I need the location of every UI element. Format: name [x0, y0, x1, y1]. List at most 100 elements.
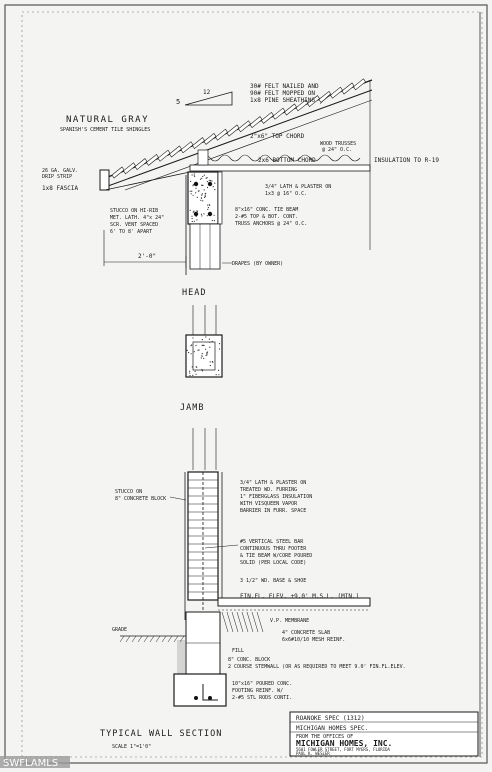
speckle-dot: [193, 220, 195, 222]
tile: [353, 78, 366, 91]
speckle-dot: [191, 190, 193, 192]
rebar: [207, 211, 213, 217]
speckle-dot: [191, 220, 193, 223]
natural-gray-label: NATURAL GRAY: [66, 115, 149, 125]
speckle-dot: [209, 341, 211, 343]
grade-stroke: [143, 635, 149, 643]
stucco-block-label-1: STUCCO ON: [115, 489, 142, 495]
overhang-label: 2'-0": [138, 253, 156, 260]
grade-stroke: [137, 635, 143, 643]
speckle-dot: [210, 180, 212, 182]
sheet-border: [4, 4, 488, 764]
rebar: [193, 211, 199, 217]
speckle-dot: [200, 199, 202, 201]
truss-block: [197, 149, 209, 166]
speckle-dot: [192, 211, 194, 213]
tile: [307, 95, 320, 108]
tile: [341, 82, 355, 95]
footing-rebar: [194, 696, 198, 700]
plaster-label-3: 1" FIBERGLASS INSULATION: [240, 494, 312, 500]
title-block-line-3: FROM THE OFFICES OF: [296, 734, 353, 740]
plaster-label-5: BARRIER IN FURR. SPACE: [240, 508, 306, 514]
drapes-label: DRAPES (BY OWNER): [232, 261, 283, 267]
footing-label-2: FOOTING REINF. W/: [232, 688, 283, 694]
fill-stroke: [231, 611, 239, 633]
speckle-dot: [197, 349, 199, 351]
speckle-dot: [211, 219, 213, 222]
speckle-dot: [201, 353, 203, 355]
stucco-label-2: MET. LATH. 4"x 24": [110, 215, 164, 221]
grade-stroke: [173, 635, 179, 643]
speckle-dot: [200, 213, 202, 215]
fin-floor-label: FIN.FL. ELEV. +9.0' M.S.L. (MIN.): [240, 593, 359, 600]
tile-shingle-label: SPANISH'S CEMENT TILE SHINGLES: [60, 127, 150, 133]
top-chord: [107, 89, 373, 187]
watermark: SWFLAMLS: [3, 758, 58, 768]
speckle-dot: [191, 366, 193, 368]
speckle-dot: [208, 338, 210, 340]
tile: [215, 128, 228, 141]
grade-hatch: [119, 635, 185, 674]
jamb-title: JAMB: [180, 403, 204, 413]
tile: [261, 111, 274, 124]
steel-label-1: #5 VERTICAL STEEL BAR: [240, 539, 304, 545]
speckle-dot: [203, 357, 205, 359]
speckle-dot: [196, 210, 198, 212]
speckle-dot: [204, 196, 206, 198]
tie-beam-label-3: TRUSS ANCHORS @ 24" O.C.: [235, 221, 307, 227]
speckle-dot: [196, 219, 198, 221]
speckle-dot: [218, 374, 220, 376]
speckle-dot: [201, 215, 203, 217]
fill-stroke: [256, 611, 264, 633]
speckle-dot: [209, 364, 211, 367]
speckle-dot: [202, 344, 204, 346]
footing-label-1: 10"x16" POURED CONC.: [232, 681, 292, 687]
soffit: [104, 171, 191, 191]
stucco-label-1: STUCCO ON HI-RIB: [110, 208, 158, 214]
plaster-label-1: 3/4" LATH & PLASTER ON: [240, 480, 306, 486]
speckle-dot: [200, 197, 202, 199]
grade-stroke: [125, 635, 131, 643]
head-title: HEAD: [182, 288, 206, 298]
speckle-dot: [202, 200, 204, 202]
stucco-label-4: 6' TO 8' APART: [110, 229, 152, 235]
speckle-dot: [195, 366, 197, 368]
speckle-dot: [206, 353, 208, 355]
fill-stroke: [251, 611, 259, 633]
stemwall-label-1: 8" CONC. BLOCK: [228, 657, 270, 663]
jamb-core: [192, 341, 216, 371]
speckle-dot: [201, 355, 203, 357]
grade-stroke: [149, 635, 155, 643]
speckle-dot: [200, 357, 202, 359]
title-block-line-1: ROANOKE SPEC (1312): [296, 715, 365, 722]
grade-stroke: [161, 635, 167, 643]
base-label: 3 1/2" WD. BASE & SHOE: [240, 578, 306, 584]
speckle-dot: [204, 195, 206, 198]
speckle-dot: [190, 180, 192, 182]
speckle-dot: [189, 190, 191, 192]
speckle-dot: [206, 354, 208, 356]
tile: [226, 124, 240, 137]
fill-stroke: [236, 611, 244, 633]
speckle-dot: [201, 194, 203, 196]
wall-assembly: [119, 428, 371, 707]
footing-rebar: [208, 696, 212, 700]
speckle-dot: [186, 349, 188, 351]
speckle-dot: [199, 178, 202, 180]
speckle-dot: [206, 215, 208, 217]
felt-note-3: 1x8 PINE SHEATHING: [250, 97, 315, 104]
speckle-dot: [214, 182, 216, 184]
grade-stroke: [131, 635, 137, 643]
slab-label-2: 6x6#10/10 MESH REINF.: [282, 637, 345, 643]
speckle-dot: [207, 206, 209, 209]
rebar: [207, 181, 213, 187]
tile: [249, 116, 263, 129]
felt-note-1: 30# FELT NAILED AND: [250, 83, 319, 90]
concrete-speckle: [186, 336, 221, 377]
title-block: ROANOKE SPEC (1312) MICHIGAN HOMES SPEC.…: [289, 711, 479, 757]
title-block-frame: [289, 711, 479, 757]
tile: [318, 90, 332, 103]
speckle-dot: [203, 189, 205, 191]
speckle-dot: [206, 351, 209, 353]
